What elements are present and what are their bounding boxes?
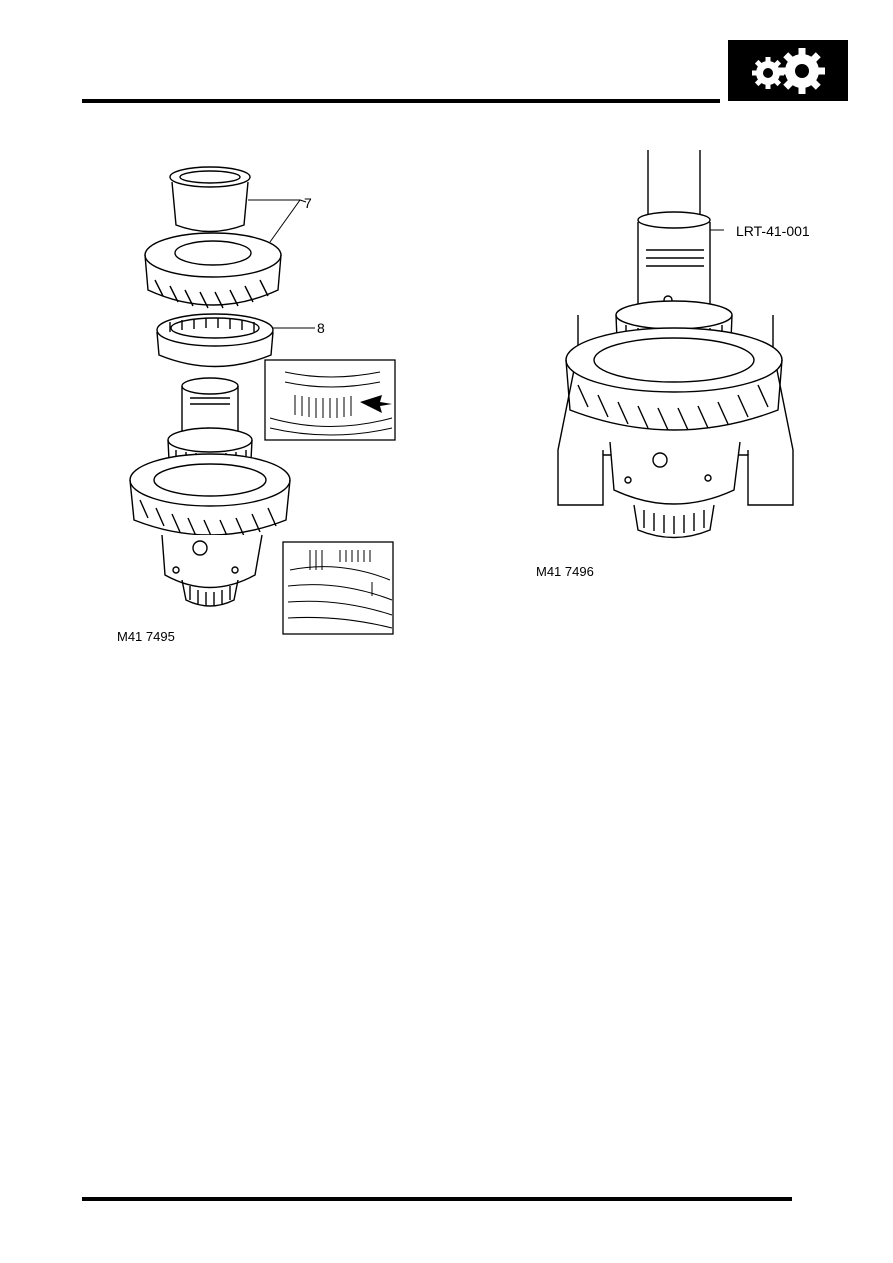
callout-7: 7 (304, 195, 312, 211)
header-rule (82, 99, 720, 103)
figure-right-caption: M41 7496 (536, 564, 594, 579)
gear-assembly-exploded-illustration (129, 166, 396, 635)
section-badge (728, 40, 848, 101)
figure-right (548, 150, 808, 550)
callout-tool: LRT-41-001 (736, 223, 810, 239)
figure-left (110, 150, 410, 650)
callout-8: 8 (317, 320, 325, 336)
gear-press-tool-illustration (557, 150, 794, 539)
figure-left-caption: M41 7495 (117, 629, 175, 644)
footer-rule (82, 1197, 792, 1201)
gears-icon (752, 48, 825, 94)
